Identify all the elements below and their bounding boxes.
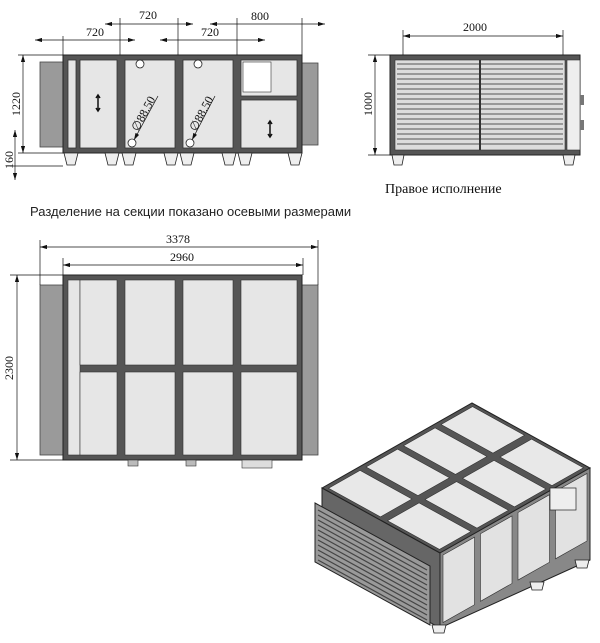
top-panel [461,460,547,508]
side-panel [480,515,513,602]
louvre-blade [317,539,428,601]
top-panel [402,427,488,475]
louvre-blade [317,559,428,621]
top-panels [327,406,585,550]
louvre-blade [317,549,428,611]
section-panel [124,59,176,149]
left-flange [39,61,64,148]
louvre-blade [317,544,428,606]
top-view: 3378 2960 2300 [2,232,319,469]
louvre-blade [317,524,428,586]
panel [67,279,81,456]
section-panel [182,59,234,149]
dim-width: 2300 [2,356,16,380]
top-panel [327,470,413,518]
panel [240,371,298,456]
section-note: Разделение на секции показано осевыми ра… [30,204,351,219]
right-flange [301,284,319,456]
legs [63,152,303,166]
dim-body-length: 2960 [170,250,194,264]
dim-section-2: 720 [139,8,157,22]
dim-section-4: 800 [251,9,269,23]
control-box [549,487,577,511]
dim-section-1: 720 [86,25,104,39]
panel [182,279,234,366]
louvre-blade [317,554,428,616]
handle-icon [95,93,101,113]
louvre-blade [317,534,428,596]
top-panel [386,502,472,550]
louvre-blade [317,519,428,581]
front-view: ∅88.50 ∅88.50 720 720 720 800 1220 160 [2,8,325,180]
top-panel [499,438,585,486]
side-view-caption: Правое исполнение [385,182,502,197]
panel [182,371,234,456]
louvre-blade [317,514,428,576]
drain-hole [127,138,137,148]
isometric-view [314,402,592,634]
side-panels [442,472,588,624]
dim-leg-height: 160 [2,151,16,169]
top-panel [424,481,510,529]
top-panel [440,406,526,454]
left-flange [39,284,64,456]
louvre-blade [317,529,428,591]
panel [240,279,298,366]
side-panel [442,536,475,624]
louvre-blade [317,509,428,571]
dim-height: 1220 [9,92,23,116]
panel [124,279,176,366]
dim-width: 2000 [463,20,487,34]
drain-hole [185,138,195,148]
dim-section-3: 720 [201,25,219,39]
side-panel [517,494,550,581]
section-panel [240,99,298,149]
top-panel [365,448,451,496]
control-panel [566,59,581,151]
panel [79,371,118,456]
dim-height: 1000 [361,92,375,116]
panel [124,371,176,456]
right-flange [301,62,319,146]
panel [79,279,118,366]
handle-icon [267,119,273,139]
side-view: 2000 1000 Правое исполнение [361,20,584,197]
dim-overall-length: 3378 [166,232,190,246]
